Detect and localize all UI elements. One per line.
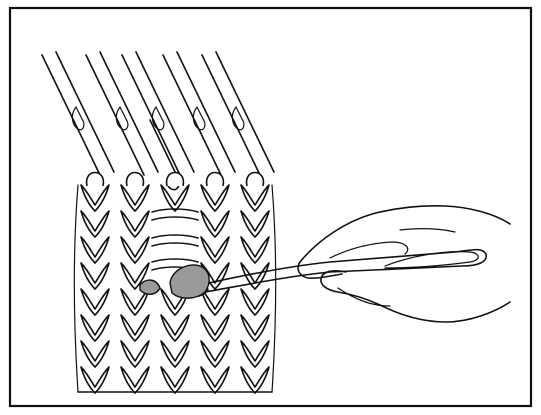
needle-loop — [247, 173, 264, 187]
needle-loop — [87, 173, 104, 187]
shaded-stitch — [140, 280, 160, 294]
needle-loop — [167, 173, 184, 187]
needle-loop — [127, 173, 144, 187]
needle-loop — [207, 173, 224, 187]
